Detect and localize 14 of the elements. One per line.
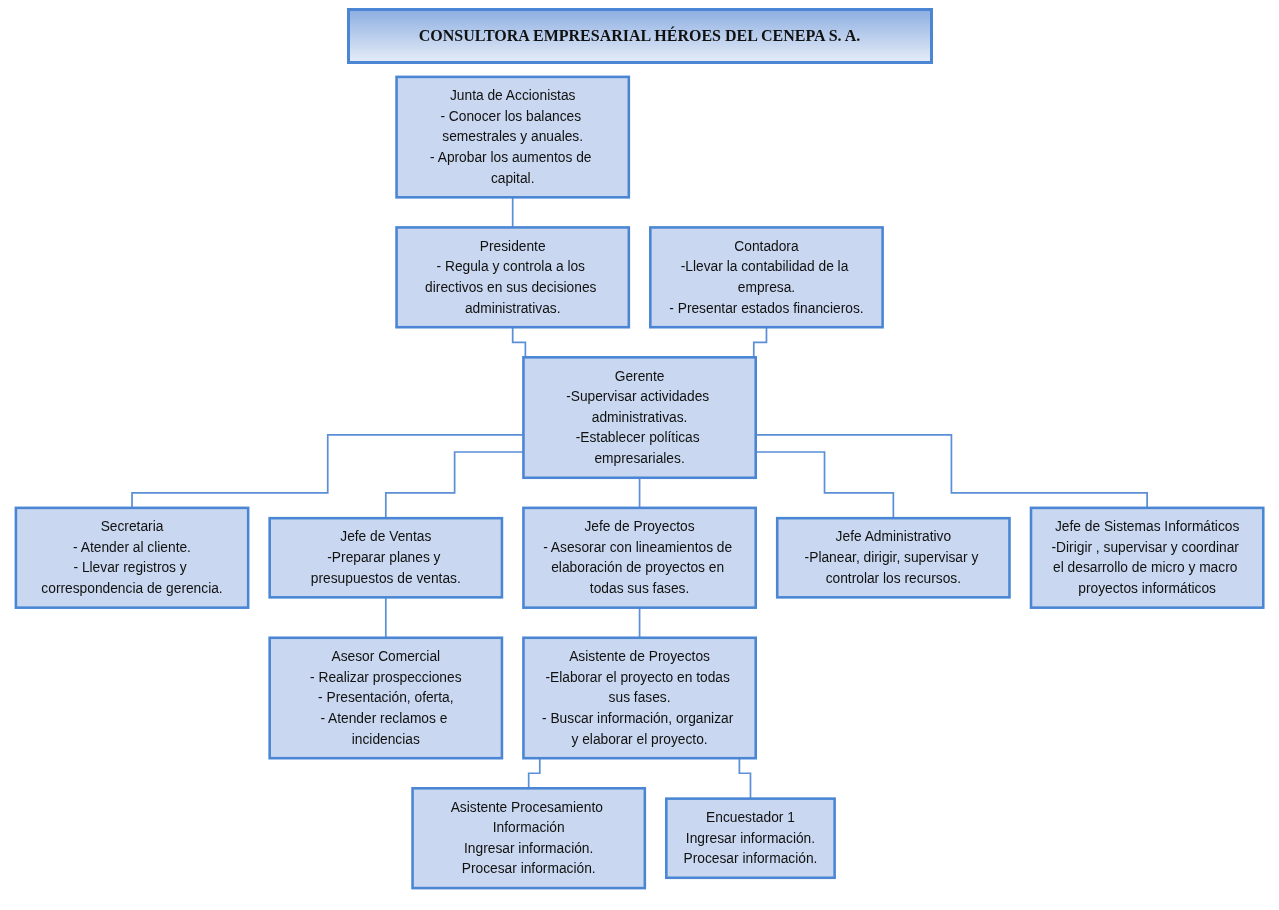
node-box: Secretaria - Atender al cliente. - Llevar registros y correspondencia de gerencia. [14, 506, 250, 609]
node-box: Junta de Accionistas - Conocer los balances semestrales y anuales. - Aprobar los aumentos de capital. [395, 75, 631, 199]
node-box: Jefe Administrativo -Planear, dirigir, supervisar y controlar los recursos. [775, 516, 1011, 599]
node-box: Asistente Procesamiento Información Ingresar información. Procesar información. [411, 787, 647, 890]
node-box: Encuestador 1 Ingresar información. Procesar información. [664, 797, 836, 880]
node-box: Asesor Comercial - Realizar prospecciones - Presentación, oferta, - Atender reclamos e incidencias [268, 636, 504, 760]
diagram-title: CONSULTORA EMPRESARIAL HÉROES DEL CENEPA S. A. [346, 8, 933, 64]
node-box: Jefe de Ventas -Preparar planes y presupuestos de ventas. [268, 516, 504, 599]
node-box: Presidente - Regula y controla a los directivos en sus decisiones administrativas. [395, 226, 631, 329]
node-box: Gerente -Supervisar actividades administrativas. -Establecer políticas empresariales. [522, 356, 757, 480]
node-box: Asistente de Proyectos -Elaborar el proyecto en todas sus fases. - Buscar información, organizar y elaborar el proyecto. [522, 636, 757, 760]
node-box: Jefe de Proyectos - Asesorar con lineamientos de elaboración de proyectos en todas sus fases. [522, 506, 757, 609]
node-box: Contadora -Llevar la contabilidad de la empresa. - Presentar estados financieros. [648, 226, 884, 329]
node-box: Jefe de Sistemas Informáticos -Dirigir , supervisar y coordinar el desarrollo de micro y macro proyectos informáticos [1029, 506, 1265, 609]
